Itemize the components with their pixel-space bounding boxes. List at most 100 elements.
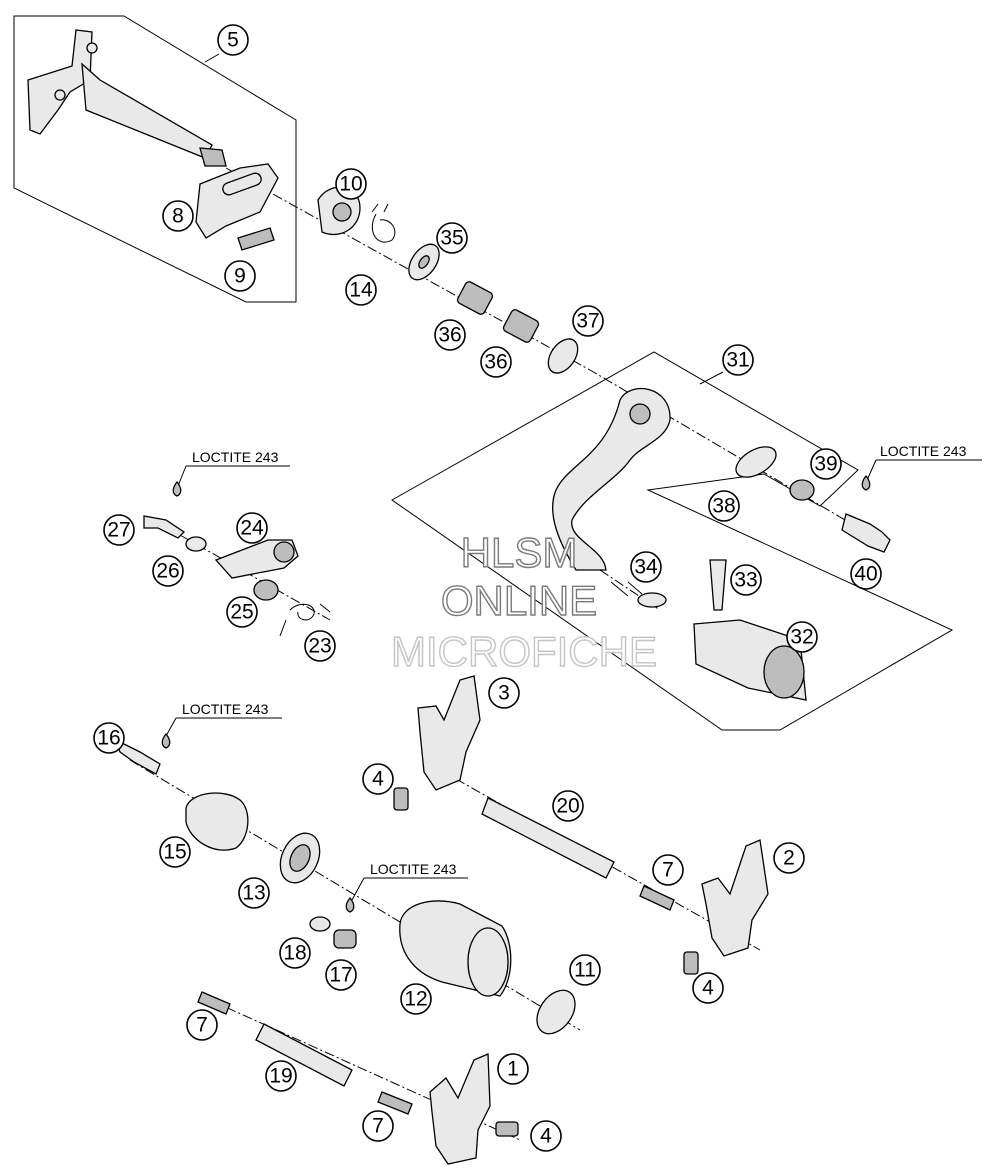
callout-39: 39 — [810, 448, 842, 480]
svg-text:32: 32 — [790, 626, 813, 649]
callout-4: 4 — [692, 972, 724, 1004]
loctite-note: LOCTITE 243 — [345, 861, 468, 913]
watermark: HLSM ONLINE MICROFICHE — [390, 528, 657, 675]
part-7-spring-a — [639, 885, 675, 911]
part-37-seal — [547, 338, 579, 374]
part-26-washer — [185, 536, 207, 552]
svg-text:4: 4 — [540, 1125, 552, 1148]
svg-text:33: 33 — [734, 569, 757, 592]
callout-20: 20 — [552, 790, 584, 822]
svg-text:5: 5 — [227, 29, 239, 52]
loctite-note: LOCTITE 243 — [172, 449, 290, 497]
part-16-bolt — [114, 738, 161, 775]
part-15-shift-drum-cam — [185, 792, 249, 851]
svg-text:7: 7 — [662, 859, 674, 882]
callout-19: 19 — [265, 1060, 297, 1092]
callout-34: 34 — [630, 551, 662, 583]
callout-5: 5 — [217, 24, 249, 56]
svg-text:4: 4 — [702, 977, 714, 1000]
part-36-bearing-b — [502, 309, 540, 343]
part-4-pin-c — [495, 1121, 519, 1137]
svg-text:34: 34 — [634, 556, 658, 579]
part-14-spring — [371, 203, 396, 243]
part-20-fork-shaft — [481, 797, 615, 879]
callout-40: 40 — [850, 558, 882, 590]
callout-7: 7 — [186, 1009, 218, 1041]
loctite-note: LOCTITE 243 — [861, 443, 982, 491]
part-2-shift-fork — [701, 839, 769, 957]
svg-text:12: 12 — [404, 988, 427, 1011]
part-33-pin — [709, 559, 727, 611]
part-4-pin-b — [683, 951, 699, 975]
svg-text:23: 23 — [308, 635, 331, 658]
part-9-spring — [237, 227, 275, 251]
svg-text:36: 36 — [438, 324, 461, 347]
callout-36: 36 — [480, 346, 512, 378]
loctite-note-text: LOCTITE 243 — [182, 701, 269, 717]
part-7-spring-c — [377, 1091, 413, 1115]
part-5-shift-shaft — [27, 29, 227, 167]
part-12-drum-end — [467, 927, 509, 997]
part-1-shift-fork — [429, 1053, 491, 1165]
svg-text:26: 26 — [156, 560, 179, 583]
svg-text:24: 24 — [240, 517, 264, 540]
part-32-knurl — [763, 645, 805, 699]
shift-lever-group-frame — [391, 351, 954, 731]
callout-17: 17 — [325, 959, 357, 991]
callout-32: 32 — [786, 621, 818, 653]
callout-15: 15 — [159, 836, 191, 868]
loctite-note-text: LOCTITE 243 — [370, 861, 457, 877]
svg-text:38: 38 — [712, 495, 735, 518]
leader-line — [204, 53, 220, 63]
callout-36: 36 — [434, 319, 466, 351]
callout-27: 27 — [103, 514, 135, 546]
part-31-shift-lever — [552, 387, 671, 571]
part-36-bearing-a — [456, 281, 494, 315]
callout-13: 13 — [238, 877, 270, 909]
part-11-bearing — [536, 989, 576, 1035]
callout-38: 38 — [708, 490, 740, 522]
svg-text:16: 16 — [97, 727, 120, 750]
svg-text:4: 4 — [372, 768, 384, 791]
callout-7: 7 — [652, 854, 684, 886]
svg-text:8: 8 — [172, 205, 184, 228]
svg-text:39: 39 — [814, 453, 837, 476]
callout-26: 26 — [152, 555, 184, 587]
part-4-pin-a — [393, 787, 409, 811]
callout-37: 37 — [572, 305, 604, 337]
part-7-spring-b — [197, 991, 231, 1015]
svg-text:2: 2 — [783, 847, 795, 870]
part-19-fork-shaft — [255, 1023, 353, 1087]
loctite-note: LOCTITE 243 — [161, 701, 282, 749]
callout-25: 25 — [226, 596, 258, 628]
svg-text:25: 25 — [230, 601, 253, 624]
callout-11: 11 — [569, 954, 601, 986]
part-39-lock-washer — [789, 479, 815, 501]
svg-text:7: 7 — [196, 1014, 208, 1037]
svg-text:17: 17 — [329, 964, 352, 987]
callout-18: 18 — [279, 937, 311, 969]
svg-text:7: 7 — [372, 1115, 384, 1138]
callout-24: 24 — [236, 512, 268, 544]
part-40-bolt — [841, 513, 891, 553]
part-24-roller — [273, 541, 295, 563]
svg-text:35: 35 — [440, 227, 463, 250]
svg-text:40: 40 — [854, 563, 877, 586]
callout-35: 35 — [436, 222, 468, 254]
part-8-slot — [222, 172, 262, 196]
svg-text:37: 37 — [576, 310, 599, 333]
callout-14: 14 — [345, 274, 377, 306]
leader-line — [627, 581, 643, 595]
svg-text:31: 31 — [726, 349, 749, 372]
part-23-spring — [279, 603, 331, 637]
loctite-note-text: LOCTITE 243 — [192, 449, 279, 465]
svg-text:1: 1 — [507, 1058, 519, 1081]
shift-shaft-group-frame — [13, 15, 297, 303]
loctite-note-text: LOCTITE 243 — [880, 443, 967, 459]
leader-line — [610, 581, 629, 597]
svg-text:9: 9 — [234, 265, 246, 288]
callout-10: 10 — [335, 168, 367, 200]
svg-text:27: 27 — [107, 519, 130, 542]
part-25-bushing — [253, 579, 279, 601]
